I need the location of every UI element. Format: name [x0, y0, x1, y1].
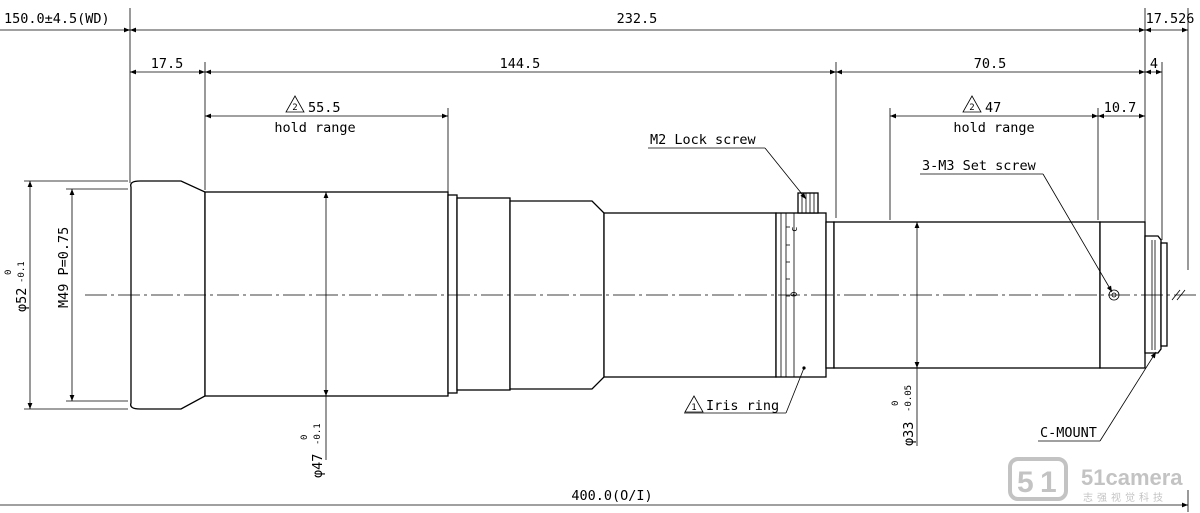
rear-diameter-value: φ33: [901, 422, 917, 446]
callout-c-mount: C-MOUNT: [1038, 351, 1157, 442]
hold-range-front: 2 55.5 hold range: [205, 95, 449, 193]
total-length-label: 232.5: [617, 11, 658, 27]
hold-range-rear: 2 47 hold range 10.7: [889, 95, 1145, 220]
c-mount-thread: [1144, 235, 1162, 354]
c-mount-flange: [1160, 242, 1168, 347]
camera-logo-icon: 5 1: [1008, 457, 1068, 501]
rear-upper-tol: 0: [891, 401, 901, 406]
m2-lock-screw: [797, 192, 819, 214]
set-screw-label: 3-M3 Set screw: [922, 158, 1037, 174]
hold-range-rear-value: 47: [985, 100, 1001, 116]
dim-row-2: 17.5 144.5 70.5 4: [130, 56, 1163, 240]
outer-front-upper-tol: 0: [4, 270, 14, 275]
step-ring-1: [447, 194, 458, 394]
note-1-triangle: [684, 395, 704, 413]
outer-front-lower-tol: -0.1: [17, 261, 27, 283]
c-mount-length-label: 4: [1150, 56, 1158, 72]
note-2-number-rear: 2: [969, 103, 974, 113]
c-mount-label: C-MOUNT: [1040, 425, 1097, 441]
barrel-diameter-value: φ47: [310, 454, 326, 478]
note-1-number: 1: [691, 403, 696, 413]
note-2-number: 2: [292, 103, 297, 113]
main-barrel: [204, 191, 449, 397]
note-2-triangle-rear: [962, 95, 982, 113]
dim-row-1: 150.0±4.5(WD) 232.5 17.526: [0, 8, 1194, 270]
iris-scale-mark-c: c: [790, 227, 800, 232]
thread-label: M49 P=0.75: [56, 227, 72, 308]
barrel-lower-tol: -0.1: [313, 423, 323, 445]
hold-range-rear-label: hold range: [953, 120, 1034, 136]
barrel-upper-tol: 0: [300, 435, 310, 440]
object-to-image-label: 400.0(O/I): [571, 488, 652, 504]
rear-lower-tol: -0.05: [904, 385, 914, 412]
callout-iris-ring: 1 Iris ring: [684, 366, 806, 414]
iris-ring-label: Iris ring: [706, 398, 779, 414]
front-length-label: 17.5: [151, 56, 184, 72]
note-2-triangle: [285, 95, 305, 113]
watermark-brand: 51camera: [1081, 465, 1183, 490]
dim-thread: M49 P=0.75: [56, 188, 128, 402]
step-section-2: [456, 197, 511, 391]
rear-length-label: 70.5: [974, 56, 1007, 72]
callout-m2-lock-screw: M2 Lock screw: [648, 132, 807, 200]
dim-outer-front-diameter: φ52 0 -0.1: [4, 180, 128, 410]
dim-rear-diameter: φ33 0 -0.05: [891, 222, 920, 446]
dim-object-to-image: 400.0(O/I): [0, 488, 1189, 512]
watermark: 5 1 51camera 志强视觉科技: [1008, 457, 1183, 504]
iris-scale: c 0: [786, 227, 800, 297]
hold-range-front-value: 55.5: [308, 100, 341, 116]
rear-offset-label: 10.7: [1104, 100, 1137, 116]
dim-barrel-diameter: φ47 0 -0.1: [300, 192, 329, 478]
middle-length-label: 144.5: [500, 56, 541, 72]
svg-text:5: 5: [1017, 466, 1034, 499]
outer-front-diameter-value: φ52: [14, 288, 30, 312]
svg-text:1: 1: [1040, 466, 1057, 499]
hold-range-front-label: hold range: [274, 120, 355, 136]
working-distance-label: 150.0±4.5(WD): [4, 11, 110, 27]
callout-set-screw: 3-M3 Set screw: [920, 158, 1113, 293]
watermark-tagline: 志强视觉科技: [1083, 491, 1167, 504]
flange-back-label: 17.526: [1146, 11, 1195, 27]
iris-scale-mark-0: 0: [790, 292, 800, 297]
m2-lock-screw-label: M2 Lock screw: [650, 132, 757, 148]
